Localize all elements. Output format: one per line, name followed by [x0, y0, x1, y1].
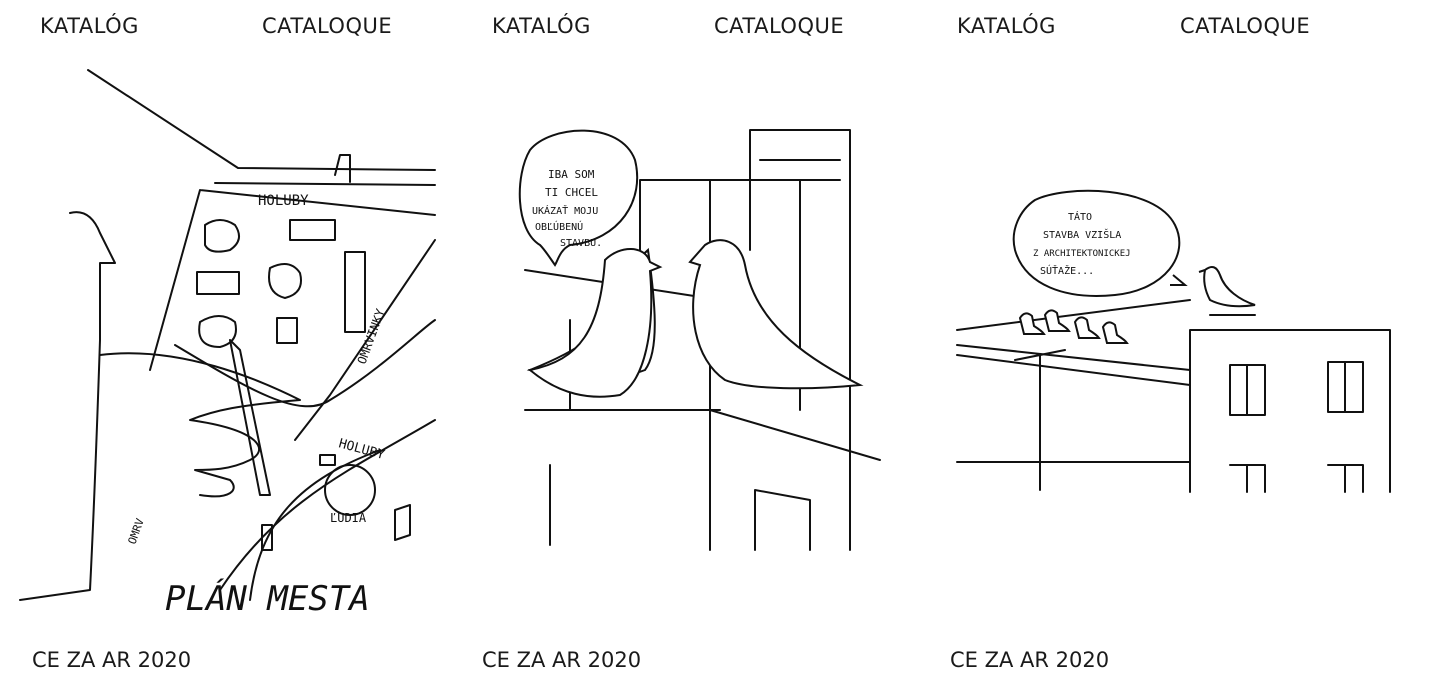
title-en: CATALOQUE	[262, 14, 393, 38]
label-people: ĽUDIA	[330, 511, 367, 525]
title-sk: KATALÓG	[957, 14, 1056, 38]
footer: CE ZA AR 2020	[950, 648, 1110, 672]
speech-line: UKÁZAŤ MOJU	[532, 204, 598, 217]
label-pigeons-top: HOLUBY	[258, 193, 309, 209]
speech-line: OBĽÚBENÚ	[535, 220, 583, 233]
footer: CE ZA AR 2020	[482, 648, 642, 672]
title-en: CATALOQUE	[1180, 14, 1311, 38]
speech-line: SÚŤAŽE...	[1040, 264, 1094, 277]
speech-line: Z ARCHITEKTONICKEJ	[1033, 249, 1131, 259]
speech-line: TÁTO	[1068, 210, 1092, 223]
cover-2: KATALÓG CATALOQUE IBA SOM TI CHCEL UKÁZA…	[470, 0, 935, 690]
footer: CE ZA AR 2020	[32, 648, 192, 672]
title-en: CATALOQUE	[714, 14, 845, 38]
speech-line: STAVBU.	[560, 238, 602, 249]
pigeons-building-illustration: IBA SOM TI CHCEL UKÁZAŤ MOJU OBĽÚBENÚ ST…	[518, 129, 881, 551]
label-crumbs-partial: OMRV	[126, 516, 147, 546]
cover-1: KATALÓG CATALOQUE HOLUBY OMRVINKY HOLUBY…	[0, 0, 470, 690]
cover-3: KATALÓG CATALOQUE TÁTO STAVBA VZIŠLA Z A…	[935, 0, 1395, 690]
title-sk: KATALÓG	[40, 14, 139, 38]
label-crumbs: OMRVINKY	[355, 306, 388, 366]
label-map-title: PLÁN MESTA	[165, 578, 370, 619]
city-plan-illustration: HOLUBY OMRVINKY HOLUBY ĽUDIA OMRV PLÁN M…	[19, 69, 436, 619]
birds-on-wire-illustration: TÁTO STAVBA VZIŠLA Z ARCHITEKTONICKEJ SÚ…	[956, 189, 1391, 493]
speech-line: IBA SOM	[548, 168, 595, 181]
speech-line: TI CHCEL	[545, 186, 598, 199]
label-pigeons-bottom: HOLUBY	[337, 436, 386, 463]
title-sk: KATALÓG	[492, 14, 591, 38]
speech-line: STAVBA VZIŠLA	[1043, 228, 1121, 241]
